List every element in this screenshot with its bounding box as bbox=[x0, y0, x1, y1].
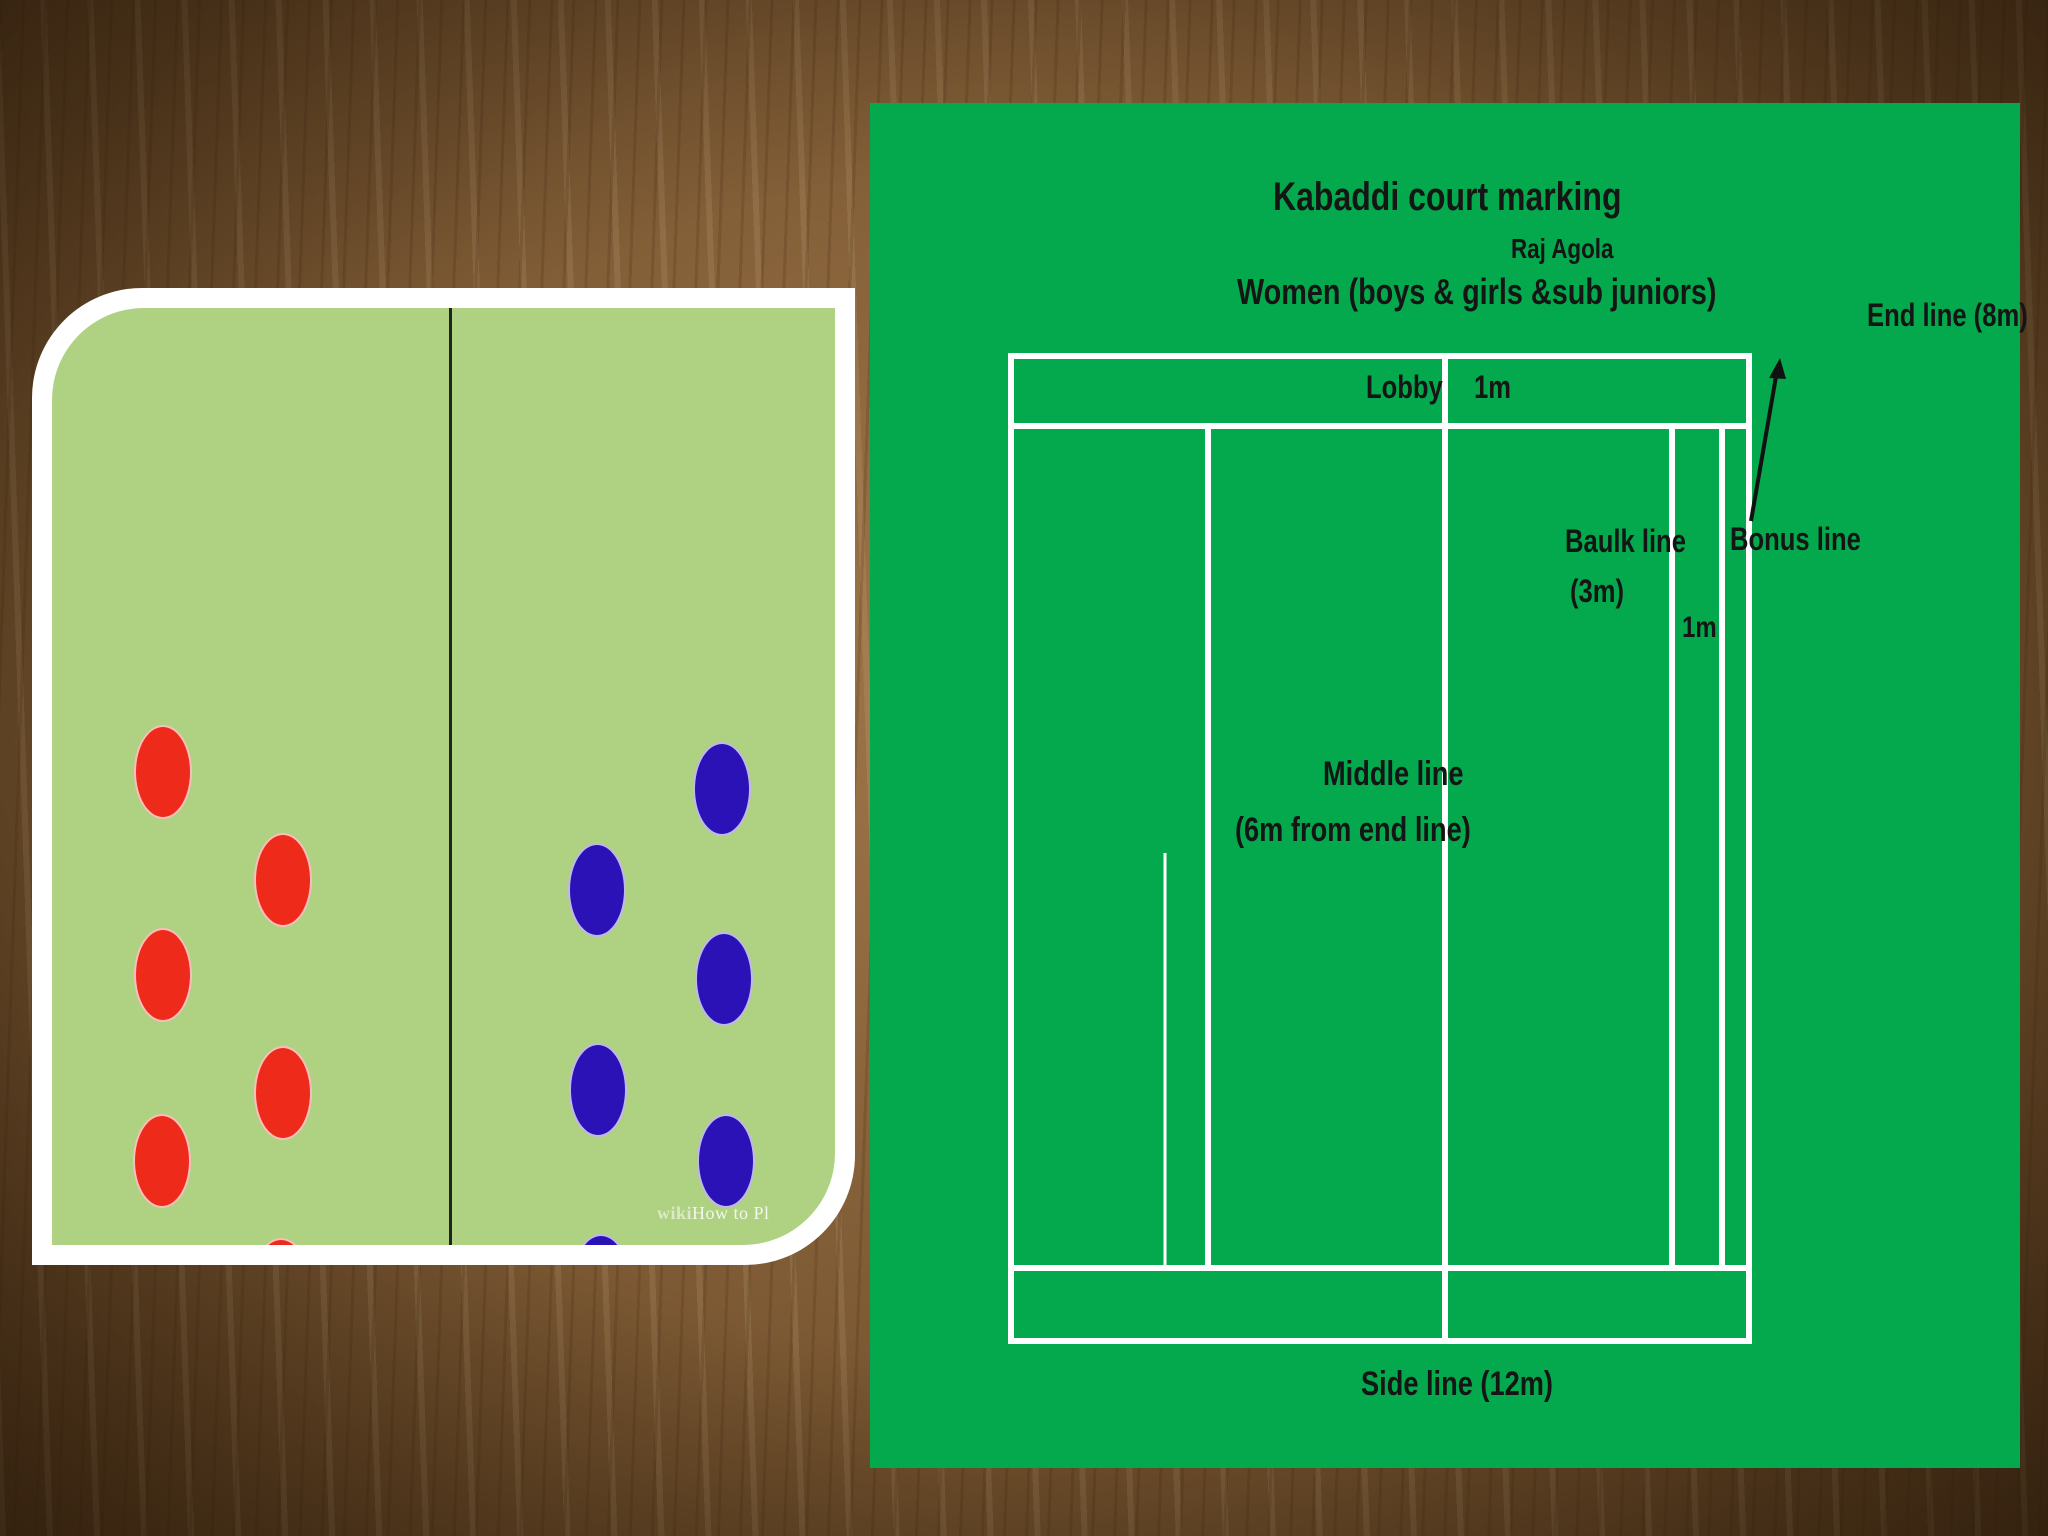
player-positions-panel: wikiHow to Pl bbox=[32, 288, 855, 1265]
blue-player-3 bbox=[695, 932, 753, 1026]
court-outline bbox=[1008, 353, 1752, 1344]
diagram-title: Kabaddi court marking bbox=[1273, 175, 1622, 219]
watermark-brand: wiki bbox=[657, 1203, 693, 1223]
blue-player-4 bbox=[569, 1043, 627, 1137]
red-player-2 bbox=[254, 833, 312, 927]
lobby-label: Lobby bbox=[1366, 369, 1443, 405]
baulk-distance-label: (3m) bbox=[1570, 573, 1625, 609]
court-lines bbox=[1008, 353, 1786, 1344]
middle-line-label: Middle line bbox=[1323, 755, 1464, 793]
red-player-1 bbox=[134, 725, 192, 819]
author-label: Raj Agola bbox=[1511, 233, 1614, 264]
playing-field: wikiHow to Pl bbox=[52, 308, 835, 1245]
court-marking-panel: Kabaddi court marking Raj Agola Women (b… bbox=[870, 103, 2028, 1468]
center-line bbox=[449, 308, 452, 1245]
red-player-6 bbox=[252, 1238, 310, 1245]
side-line-label: Side line (12m) bbox=[1361, 1365, 1553, 1403]
red-player-3 bbox=[134, 928, 192, 1022]
blue-player-6 bbox=[572, 1234, 630, 1245]
baulk-line-label: Baulk line bbox=[1565, 523, 1686, 559]
red-player-5 bbox=[133, 1114, 191, 1208]
middle-distance-label: (6m from end line) bbox=[1235, 811, 1471, 849]
subtitle-label: Women (boys & girls &sub juniors) bbox=[1237, 271, 1717, 312]
red-player-4 bbox=[254, 1046, 312, 1140]
blue-player-5 bbox=[697, 1114, 755, 1208]
end-line-label: End line (8m) bbox=[1867, 297, 2028, 333]
blue-player-1 bbox=[693, 742, 751, 836]
end-line-arrow bbox=[1749, 364, 1780, 522]
end-line-arrowhead bbox=[1769, 358, 1786, 379]
bonus-gap-label: 1m bbox=[1682, 611, 1717, 644]
lobby-width-label: 1m bbox=[1474, 369, 1511, 405]
watermark: wikiHow to Pl bbox=[657, 1203, 770, 1224]
blue-player-2 bbox=[568, 843, 626, 937]
watermark-text: How to Pl bbox=[692, 1203, 770, 1223]
bonus-line-label: Bonus line bbox=[1730, 521, 1861, 557]
